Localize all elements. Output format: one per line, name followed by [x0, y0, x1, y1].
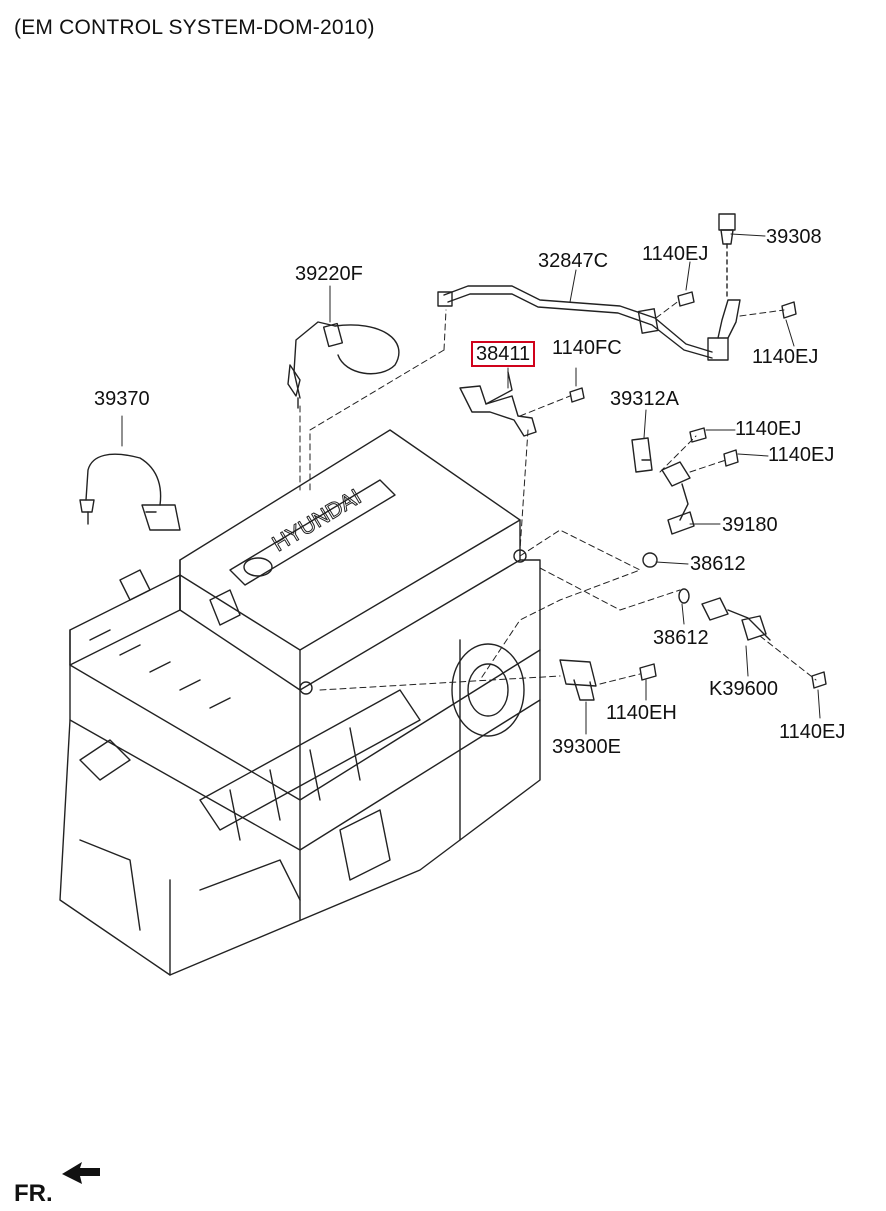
front-direction-arrow-icon [62, 1162, 100, 1184]
tube-32847c [437, 285, 741, 361]
diagram-title: (EM CONTROL SYSTEM-DOM-2010) [14, 16, 375, 39]
sensor-39300e [559, 659, 597, 701]
part-label-38411-highlighted[interactable]: 38411 [471, 341, 536, 367]
part-label-39300e[interactable]: 39300E [552, 736, 621, 758]
part-label-1140fc[interactable]: 1140FC [552, 337, 622, 359]
bolt-symbols [569, 291, 827, 689]
part-label-39370[interactable]: 39370 [94, 388, 150, 410]
part-label-39180[interactable]: 39180 [722, 514, 778, 536]
installation-lines [299, 299, 817, 691]
part-label-38612-b[interactable]: 38612 [653, 627, 709, 649]
part-label-39308[interactable]: 39308 [766, 226, 822, 248]
sensor-k39600 [678, 588, 771, 641]
engine-brand-text: HYUNDAI [268, 484, 366, 556]
part-label-39312a[interactable]: 39312A [610, 388, 679, 410]
sensor-39370 [79, 453, 181, 531]
part-label-39220f[interactable]: 39220F [295, 263, 363, 285]
sensor-39180 [642, 461, 695, 568]
part-label-1140ej-bottom[interactable]: 1140EJ [779, 721, 846, 743]
part-label-1140eh[interactable]: 1140EH [606, 702, 677, 724]
front-direction-label: FR. [14, 1180, 53, 1207]
sensor-39308 [718, 213, 736, 301]
sensor-39220f [287, 321, 400, 409]
part-label-1140ej-right[interactable]: 1140EJ [752, 346, 819, 368]
part-label-1140ej-top[interactable]: 1140EJ [642, 243, 709, 265]
clip-39312a [631, 437, 653, 473]
bracket-38411 [459, 371, 537, 437]
engine-block [59, 429, 541, 976]
leader-lines [121, 233, 821, 735]
part-label-k39600[interactable]: K39600 [709, 678, 778, 700]
part-label-32847c[interactable]: 32847C [538, 250, 609, 272]
part-label-38612-a[interactable]: 38612 [690, 553, 746, 575]
part-label-1140ej-mid2[interactable]: 1140EJ [768, 444, 835, 466]
part-label-1140ej-mid1[interactable]: 1140EJ [735, 418, 802, 440]
